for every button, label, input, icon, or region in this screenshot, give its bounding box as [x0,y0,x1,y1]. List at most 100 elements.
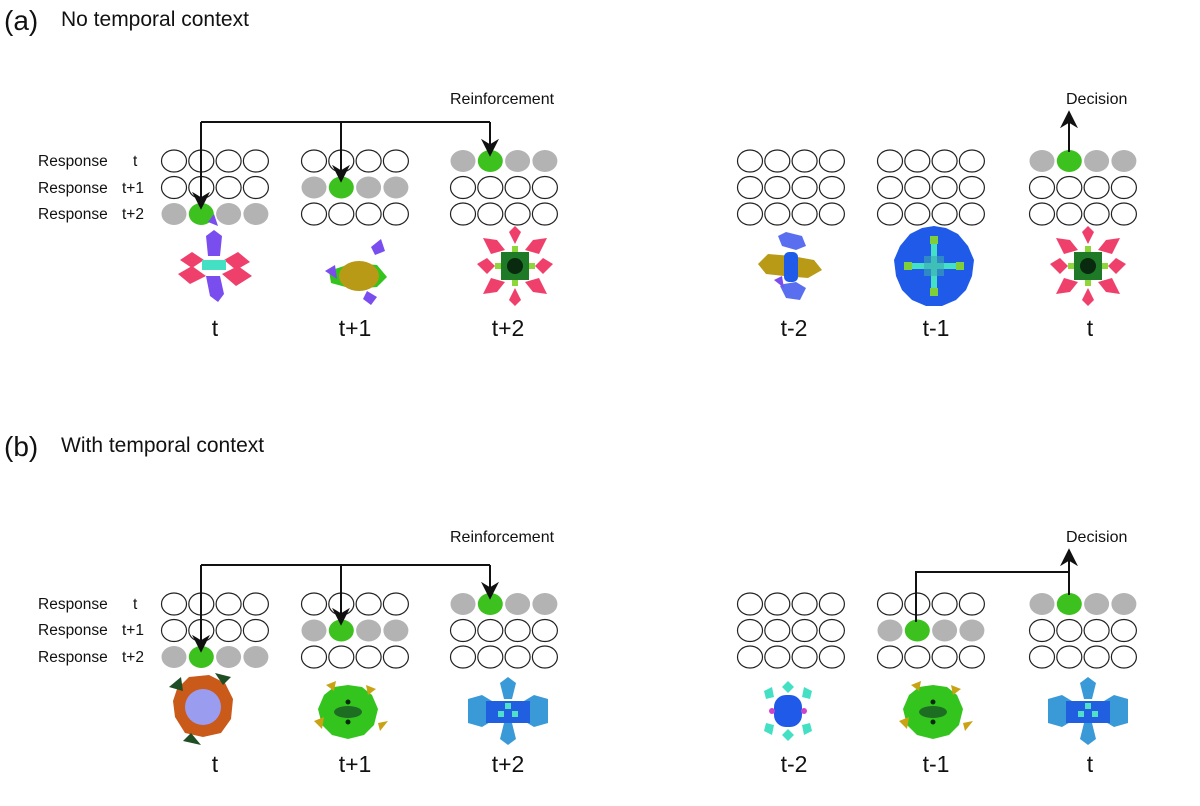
panel-b: (b) With temporal context Reinforcement … [4,431,1138,777]
response-unit [1083,645,1110,669]
response-unit-inhibited [216,646,242,668]
response-unit [791,645,818,669]
response-unit [300,202,328,226]
response-unit [736,618,764,643]
response-unit [160,149,188,173]
response-unit [1110,202,1138,226]
response-unit-inhibited [1084,150,1110,172]
response-unit [1028,175,1056,200]
response-unit [1056,175,1083,200]
response-unit [355,149,382,173]
response-unit [1056,618,1083,643]
context-link [915,571,1069,622]
stimulus-pink-purple-cross [178,214,252,302]
response-unit [876,149,904,173]
response-unit-inhibited [450,593,476,615]
stimulus-cyan-blue-cross [764,681,812,741]
response-unit [764,592,791,616]
response-unit [382,202,409,226]
response-unit [382,149,409,173]
response-unit [160,592,188,616]
response-unit-inhibited [161,646,187,668]
response-unit [1083,202,1110,226]
response-unit [328,202,355,226]
response-unit [958,645,986,669]
stimulus-blue-olive-figure [758,232,822,300]
response-unit [764,645,791,669]
response-unit [477,175,504,200]
response-unit [1110,645,1138,669]
decision-label-b: Decision [1066,529,1127,546]
row-labels-b: Response t Response t+1 Response t+2 [38,596,144,666]
response-unit [1083,175,1110,200]
decision-label-a: Decision [1066,91,1127,108]
panel-a: (a) No temporal context Reinforcement De… [4,5,1138,341]
response-unit-inhibited [1111,593,1137,615]
decision-arrows-b [915,548,1078,622]
stimulus-orange-lavender-disc [169,673,233,745]
response-unit [931,149,958,173]
response-unit [1110,618,1138,643]
response-unit-active [1056,150,1082,172]
response-unit-inhibited [356,176,382,199]
response-unit-inhibited [301,176,327,199]
response-unit [242,618,269,643]
response-unit [736,645,764,669]
response-unit [300,592,328,616]
response-unit [764,149,791,173]
response-unit [904,645,931,669]
stimulus-blue-cross [1048,677,1128,745]
stimulus-olive-green-blob [325,239,387,305]
response-unit [504,202,531,226]
time-label: t [212,315,219,341]
row-label-time: t+2 [122,649,144,666]
reinforcement-arrows-b [192,564,499,653]
response-unit [215,592,242,616]
row-label-time: t+2 [122,206,144,223]
response-unit [931,592,958,616]
response-unit-inhibited [383,619,409,642]
response-unit [355,202,382,226]
response-unit [958,202,986,226]
response-unit [215,149,242,173]
response-unit [876,202,904,226]
response-unit [736,175,764,200]
response-unit [1028,202,1056,226]
response-unit-inhibited [243,203,269,225]
response-unit-active [1056,593,1082,615]
response-unit-active [904,619,930,642]
response-unit [1028,618,1056,643]
response-unit [958,149,986,173]
response-unit [242,175,269,200]
response-unit [818,202,846,226]
response-unit-inhibited [216,203,242,225]
reinforcement-label-a: Reinforcement [450,91,555,108]
response-unit-inhibited [383,176,409,199]
panel-a-label: (a) [4,5,38,36]
response-unit [1083,618,1110,643]
row-label-time: t+1 [122,622,144,639]
response-unit-inhibited [1111,150,1137,172]
response-unit [531,175,559,200]
time-label: t [212,751,219,777]
response-unit [791,175,818,200]
panel-b-title: With temporal context [61,434,264,457]
time-label: t+2 [492,315,525,341]
row-label-time: t [133,596,138,613]
response-unit [931,202,958,226]
time-label: t+1 [339,315,372,341]
time-label: t-2 [781,751,808,777]
time-label: t [1087,315,1094,341]
response-unit-inhibited [877,619,903,642]
response-unit [215,175,242,200]
response-unit [764,175,791,200]
reinforcement-arrows-a [192,121,499,210]
response-unit [477,645,504,669]
reinforcement-label-b: Reinforcement [450,529,555,546]
response-unit [160,618,188,643]
row-labels-a: Response t Response t+1 Response t+2 [38,153,144,223]
response-unit [764,202,791,226]
response-unit [764,618,791,643]
row-label-name: Response [38,622,108,639]
